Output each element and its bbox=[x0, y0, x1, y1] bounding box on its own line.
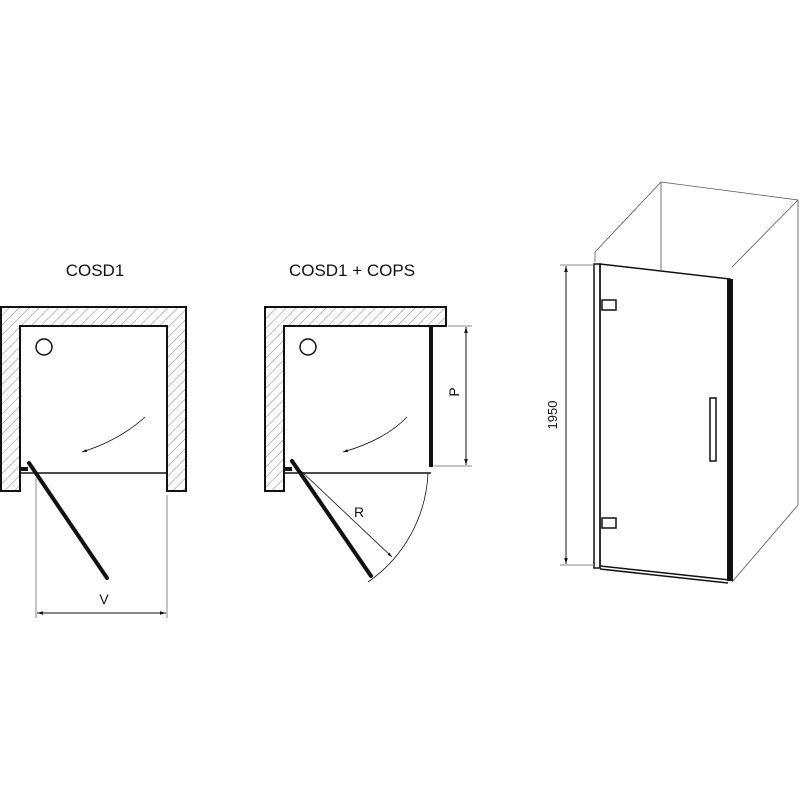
door-leaf bbox=[27, 461, 109, 580]
hinge-profile bbox=[593, 263, 601, 569]
hinge bbox=[601, 517, 617, 529]
drain-icon bbox=[299, 338, 317, 356]
enclosure-outline bbox=[594, 181, 799, 583]
panel-label: P bbox=[446, 387, 462, 396]
drain-icon bbox=[35, 338, 53, 356]
door-edge bbox=[727, 279, 733, 581]
swing-arc bbox=[367, 472, 429, 583]
width-label: V bbox=[99, 591, 109, 607]
height-label: 1950 bbox=[545, 401, 560, 430]
swing-arrow bbox=[81, 416, 146, 453]
hinge bbox=[601, 299, 617, 311]
plan-cosd1-cops: COSD1 + COPS R P bbox=[264, 261, 472, 583]
door-bottom-seal bbox=[599, 568, 729, 584]
wall bbox=[0, 306, 187, 492]
door-handle bbox=[709, 397, 717, 462]
plan-cosd1: COSD1 V bbox=[0, 261, 187, 618]
enclosure-outline bbox=[731, 199, 799, 268]
plan-title: COSD1 bbox=[66, 261, 125, 280]
radius-line bbox=[299, 469, 393, 558]
hinge bbox=[283, 467, 292, 471]
swing-arrow bbox=[342, 416, 408, 453]
door-elevation: 1950 bbox=[545, 181, 799, 584]
wall bbox=[264, 306, 447, 492]
plan-title: COSD1 + COPS bbox=[289, 261, 415, 280]
radius-label: R bbox=[354, 504, 364, 520]
hinge bbox=[19, 467, 28, 471]
door-leaf bbox=[290, 459, 373, 578]
